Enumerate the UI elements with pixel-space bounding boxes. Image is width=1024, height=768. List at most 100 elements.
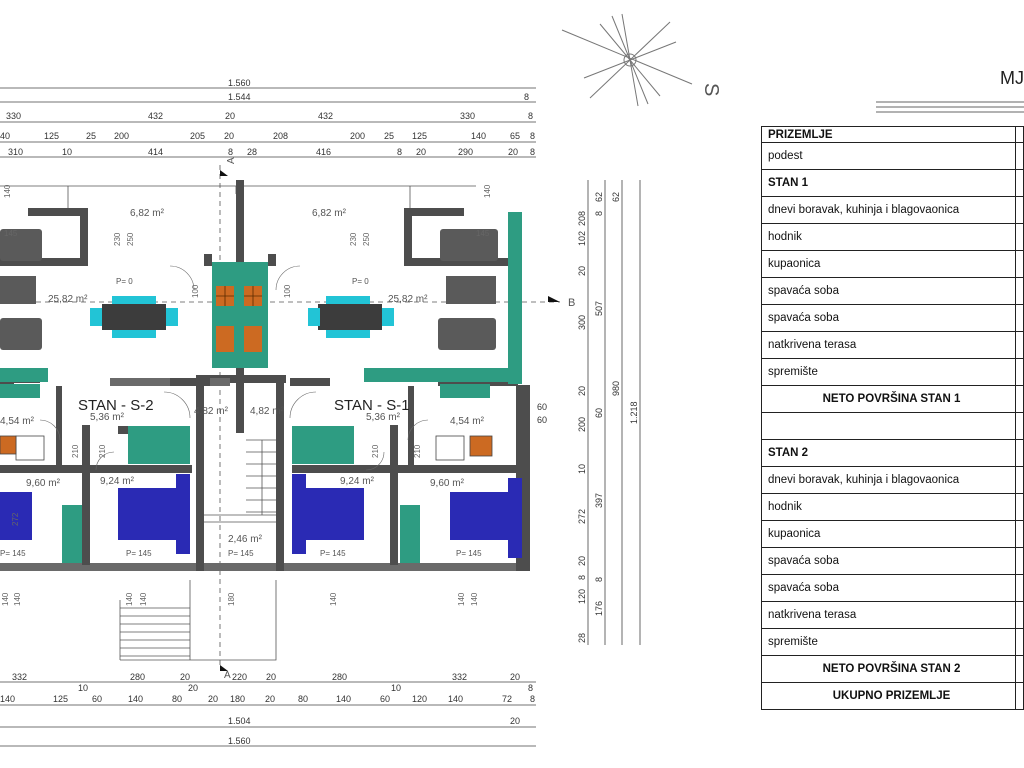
area-table-label: spremište	[761, 628, 1016, 656]
dim-rc2-3: 60	[594, 408, 604, 418]
p145-e: P= 145	[456, 549, 482, 558]
opening-w3: 230	[113, 232, 122, 246]
dim-b2-3: 140	[128, 694, 143, 704]
area-table-value	[1015, 574, 1024, 602]
area-table-label: dnevi boravak, kuhinja i blagovaonica	[761, 196, 1016, 224]
area-table-row: NETO POVRŠINA STAN 2	[761, 655, 1024, 683]
dim-r5-9: 20	[508, 147, 518, 157]
dim-rc2-5: 8	[594, 577, 604, 582]
area-bath-left: 4,54 m²	[0, 416, 35, 427]
opening-w1: 140	[3, 184, 12, 198]
apartment-label-s2: STAN - S-2	[78, 397, 154, 414]
area-table-value	[1015, 412, 1024, 440]
area-table-label: podest	[761, 142, 1016, 170]
opening-w2: 140	[483, 184, 492, 198]
stair-pattern-lines	[216, 286, 262, 306]
area-store-left: 4,82 m²	[194, 406, 229, 417]
dim-r5-3: 8	[228, 147, 233, 157]
dim-rc2-1: 8	[594, 211, 604, 216]
dim-rc3-2: 60	[537, 402, 547, 412]
compass-rose	[561, 13, 693, 107]
room-areas: 6,82 m² 6,82 m² 25,82 m² 25,82 m² 5,36 m…	[0, 208, 485, 545]
dim-b1-2: 20	[180, 672, 190, 682]
area-table-label: NETO POVRŠINA STAN 1	[761, 385, 1016, 413]
opening-w8: 145	[476, 229, 490, 238]
dim-top-8b: 8	[528, 111, 533, 121]
area-table-value	[1015, 126, 1024, 143]
dim-b2-2: 60	[92, 694, 102, 704]
opening-b6: 140	[329, 592, 338, 606]
area-table-value	[1015, 385, 1024, 413]
opening-w10: 100	[283, 284, 292, 298]
area-table-label: spremište	[761, 358, 1016, 386]
dim-r4-2: 25	[86, 131, 96, 141]
area-table-value	[1015, 466, 1024, 494]
area-table-value	[1015, 547, 1024, 575]
area-table-value	[1015, 520, 1024, 548]
dining-table-right	[308, 296, 394, 338]
bottom-dimensions	[0, 681, 536, 747]
opening-labels: 140 140 230 250 230 250 145 145 100 100 …	[1, 184, 492, 606]
area-table-label: spavaća soba	[761, 547, 1016, 575]
dim-b2-12: 140	[448, 694, 463, 704]
section-a-top: A	[226, 157, 237, 164]
area-table-row: NETO POVRŠINA STAN 1	[761, 385, 1024, 413]
dim-b1-5: 280	[332, 672, 347, 682]
dim-r4-5: 20	[224, 131, 234, 141]
dim-b1-0: 332	[12, 672, 27, 682]
opening-b2: 140	[13, 592, 22, 606]
dim-b2-14: 8	[530, 694, 535, 704]
area-table-label: STAN 2	[761, 439, 1016, 467]
area-table-label: NETO POVRŠINA STAN 2	[761, 655, 1016, 683]
area-table-row: spavaća soba	[761, 574, 1024, 602]
dim-r4-0: 40	[0, 131, 10, 141]
dim-r5-2: 414	[148, 147, 163, 157]
area-table-row: spavaća soba	[761, 304, 1024, 332]
legend-title-rules	[876, 101, 1024, 113]
dim-rc1-0: 8	[577, 211, 587, 216]
dim-b2-9: 140	[336, 694, 351, 704]
dim-b2-6: 180	[230, 694, 245, 704]
dim-b1b-2: 10	[391, 683, 401, 693]
area-table-label: spavaća soba	[761, 277, 1016, 305]
area-table-row: hodnik	[761, 223, 1024, 251]
dim-r4-6: 208	[273, 131, 288, 141]
p145-b: P= 145	[126, 549, 152, 558]
area-table-label	[761, 412, 1016, 440]
dim-r5-7: 20	[416, 147, 426, 157]
section-a-bottom: A	[224, 670, 231, 681]
dim-rc1-7: 10	[577, 464, 587, 474]
opening-b4: 140	[139, 592, 148, 606]
dim-r4-10: 140	[471, 131, 486, 141]
area-terrace-right: 6,82 m²	[312, 208, 347, 219]
p145-a: P= 145	[0, 549, 26, 558]
area-table-value	[1015, 682, 1024, 710]
area-table-value	[1015, 601, 1024, 629]
right-dim-labels: 8 20 102 20 300 20 200 10 272 20 8 120 2…	[537, 192, 639, 643]
area-table-label: hodnik	[761, 493, 1016, 521]
dim-b1-3: 220	[232, 672, 247, 682]
area-store-right: 4,82 m²	[250, 406, 285, 417]
dim-b1-4: 20	[266, 672, 276, 682]
opening-d3: 210	[371, 444, 380, 458]
opening-w4: 250	[126, 232, 135, 246]
area-table-value	[1015, 304, 1024, 332]
dim-rc1-3: 20	[577, 266, 587, 276]
section-b-label: B	[568, 297, 575, 309]
dim-rc3-2b: 60	[537, 415, 547, 425]
dim-r4-12: 8	[530, 131, 535, 141]
dim-top-1544: 1.544	[228, 92, 251, 102]
area-table-value	[1015, 628, 1024, 656]
dim-b2-13: 72	[502, 694, 512, 704]
area-table-value	[1015, 196, 1024, 224]
area-table-value	[1015, 277, 1024, 305]
dim-b1b-0: 10	[78, 683, 88, 693]
area-hall-left: 5,36 m²	[90, 412, 125, 423]
opening-b1: 140	[1, 592, 10, 606]
area-table-row: natkrivena terasa	[761, 331, 1024, 359]
dim-rc1-11: 120	[577, 589, 587, 604]
dim-rc1-9: 20	[577, 556, 587, 566]
dim-b2-11: 120	[412, 694, 427, 704]
dim-b1-6: 332	[452, 672, 467, 682]
